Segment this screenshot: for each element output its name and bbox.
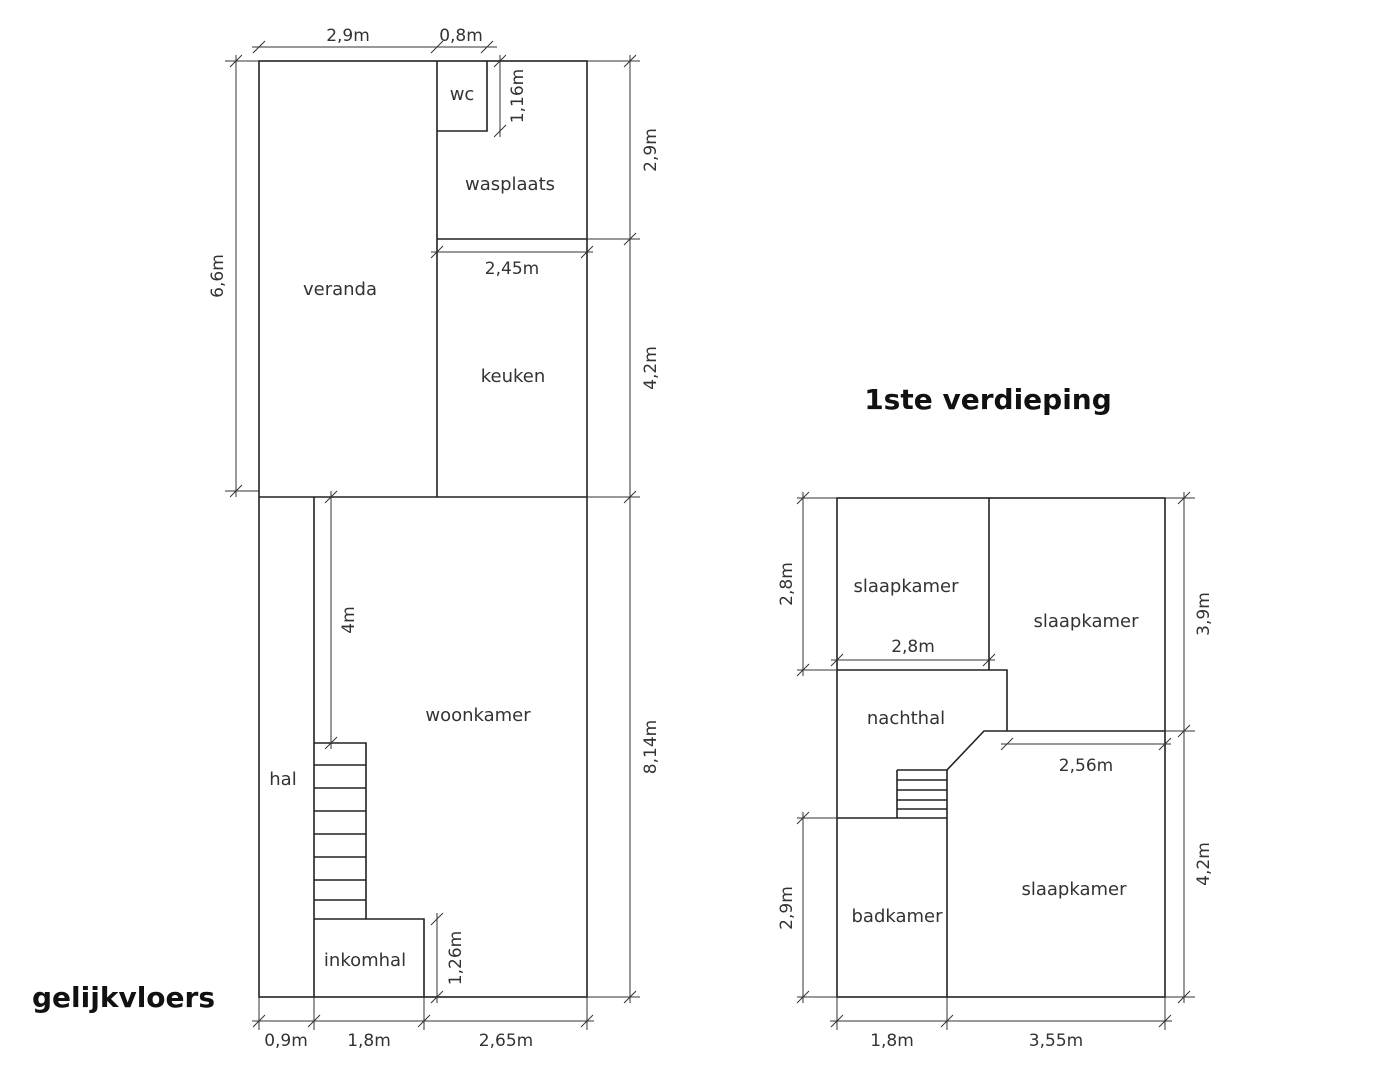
dim-middle-width: 2,56m <box>1059 756 1113 776</box>
dim-right-bottom: 4,2m <box>1194 842 1214 886</box>
dim-inkomhal-height: 1,26m <box>446 931 466 985</box>
room-label-wasplaats: wasplaats <box>465 174 555 195</box>
wall-nachthal-diagonal <box>946 730 1165 997</box>
dim-left-slaapkamer: 2,8m <box>777 562 797 606</box>
dim-left-veranda: 6,6m <box>208 254 228 298</box>
room-label-badkamer: badkamer <box>851 906 943 927</box>
ground-floor-plan: wc wasplaats veranda keuken woonkamer ha… <box>208 26 661 1051</box>
room-label-inkomhal: inkomhal <box>324 950 406 971</box>
dim-bottom-inkomhal: 1,8m <box>347 1031 391 1051</box>
dim-stair-length: 4m <box>339 606 359 633</box>
room-label-keuken: keuken <box>481 366 546 387</box>
room-label-hal: hal <box>269 769 296 790</box>
dim-slaapkamer-width: 2,8m <box>891 637 935 657</box>
title-ground-floor: gelijkvloers <box>32 981 215 1014</box>
title-first-floor: 1ste verdieping <box>864 383 1112 416</box>
dim-keuken-width: 2,45m <box>485 259 539 279</box>
room-label-slaapkamer-1: slaapkamer <box>853 576 959 597</box>
dim-wc-height: 1,16m <box>508 69 528 123</box>
dim-bottom-right: 3,55m <box>1029 1031 1083 1051</box>
dim-top-wc: 0,8m <box>439 26 483 46</box>
room-label-slaapkamer-3: slaapkamer <box>1021 879 1127 900</box>
dim-right-keuken: 4,2m <box>641 346 661 390</box>
dim-right-woonkamer: 8,14m <box>641 720 661 774</box>
dim-left-badkamer: 2,9m <box>777 886 797 930</box>
wall-wc <box>437 61 488 132</box>
dim-bottom-left: 1,8m <box>870 1031 914 1051</box>
dim-top-veranda: 2,9m <box>326 26 370 46</box>
room-label-nachthal: nachthal <box>867 708 945 729</box>
dim-bottom-hal: 0,9m <box>264 1031 308 1051</box>
ground-staircase <box>314 764 366 901</box>
first-floor-outline <box>836 497 1166 998</box>
first-floor-plan: slaapkamer slaapkamer nachthal slaapkame… <box>777 491 1214 1051</box>
room-label-wc: wc <box>450 84 475 105</box>
room-label-veranda: veranda <box>303 279 377 300</box>
ground-floor-outline <box>258 60 588 998</box>
room-label-slaapkamer-2: slaapkamer <box>1033 611 1139 632</box>
room-label-woonkamer: woonkamer <box>425 705 531 726</box>
wall-nachthal-top <box>837 669 1008 731</box>
dim-right-top: 3,9m <box>1194 592 1214 636</box>
first-floor-staircase <box>896 769 947 818</box>
dim-right-wasplaats: 2,9m <box>641 128 661 172</box>
dim-bottom-woonkamer: 2,65m <box>479 1031 533 1051</box>
